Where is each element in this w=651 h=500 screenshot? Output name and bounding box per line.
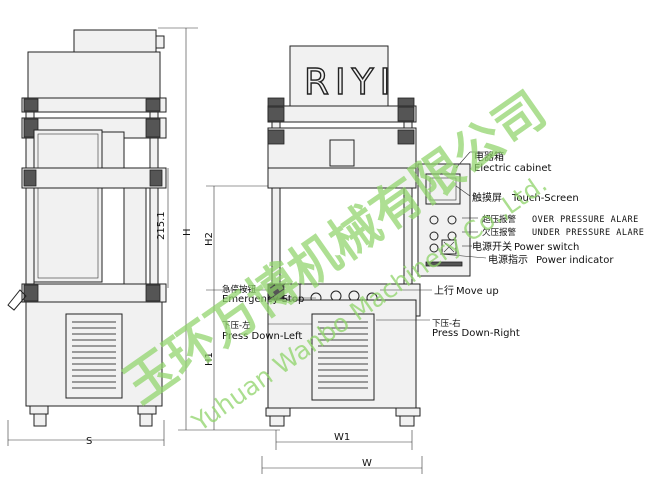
callout-electric-cabinet-en: Electric cabinet (474, 163, 551, 174)
callout-over-pressure-en: OVER PRESSURE ALARE (532, 215, 639, 225)
electric-cabinet (417, 163, 471, 277)
callout-electric-cabinet-cn: 电器箱 (474, 150, 504, 163)
dim-h-label: H (182, 228, 193, 236)
dim-w1-label: W1 (334, 432, 350, 443)
callout-press-down-right-en: Press Down-Right (432, 328, 520, 339)
side-vent-grille (72, 321, 116, 389)
callouts: 电器箱 Electric cabinet 触摸屏 Touch-Screen 超压… (222, 150, 644, 342)
dim-w-label: W (362, 458, 372, 469)
callout-touch-screen-en: Touch-Screen (511, 193, 579, 204)
side-view: S 215.1 (7, 29, 169, 447)
callout-emergency-stop-en: Emergency Stop (222, 294, 304, 305)
dim-h1-label: H1 (204, 352, 215, 366)
callout-under-pressure-en: UNDER PRESSURE ALARE (532, 228, 644, 238)
callout-over-pressure-cn: 超压报警 (482, 214, 517, 225)
callout-press-down-right-cn: 下压-右 (432, 318, 461, 329)
callout-press-down-left-cn: 下压-左 (222, 320, 251, 331)
callout-touch-screen-cn: 触摸屏 (472, 191, 502, 204)
front-view: RIYI (261, 45, 423, 474)
callout-press-down-left-en: Press Down-Left (222, 331, 302, 342)
dim-s-label: S (86, 436, 92, 447)
dim-h2-label: H2 (204, 232, 215, 246)
callout-emergency-stop-cn: 急停按钮 (222, 284, 257, 295)
dim-stroke-label: 215.1 (156, 211, 167, 240)
callout-power-indicator-en: Power indicator (536, 255, 614, 266)
leader-lines (268, 151, 487, 325)
callout-power-switch-en: Power switch (514, 242, 579, 253)
callout-power-indicator-cn: 电源指示 (488, 253, 528, 266)
callout-under-pressure-cn: 欠压报警 (482, 227, 517, 238)
brand-logo: RIYI (304, 62, 396, 103)
callout-power-switch-cn: 电源开关 (472, 240, 512, 253)
callout-move-up-en: Move up (456, 286, 499, 297)
callout-move-up-cn: 上行 (434, 284, 454, 297)
height-dimensions: H H2 H1 (158, 27, 280, 431)
front-vent-grille (318, 321, 368, 389)
